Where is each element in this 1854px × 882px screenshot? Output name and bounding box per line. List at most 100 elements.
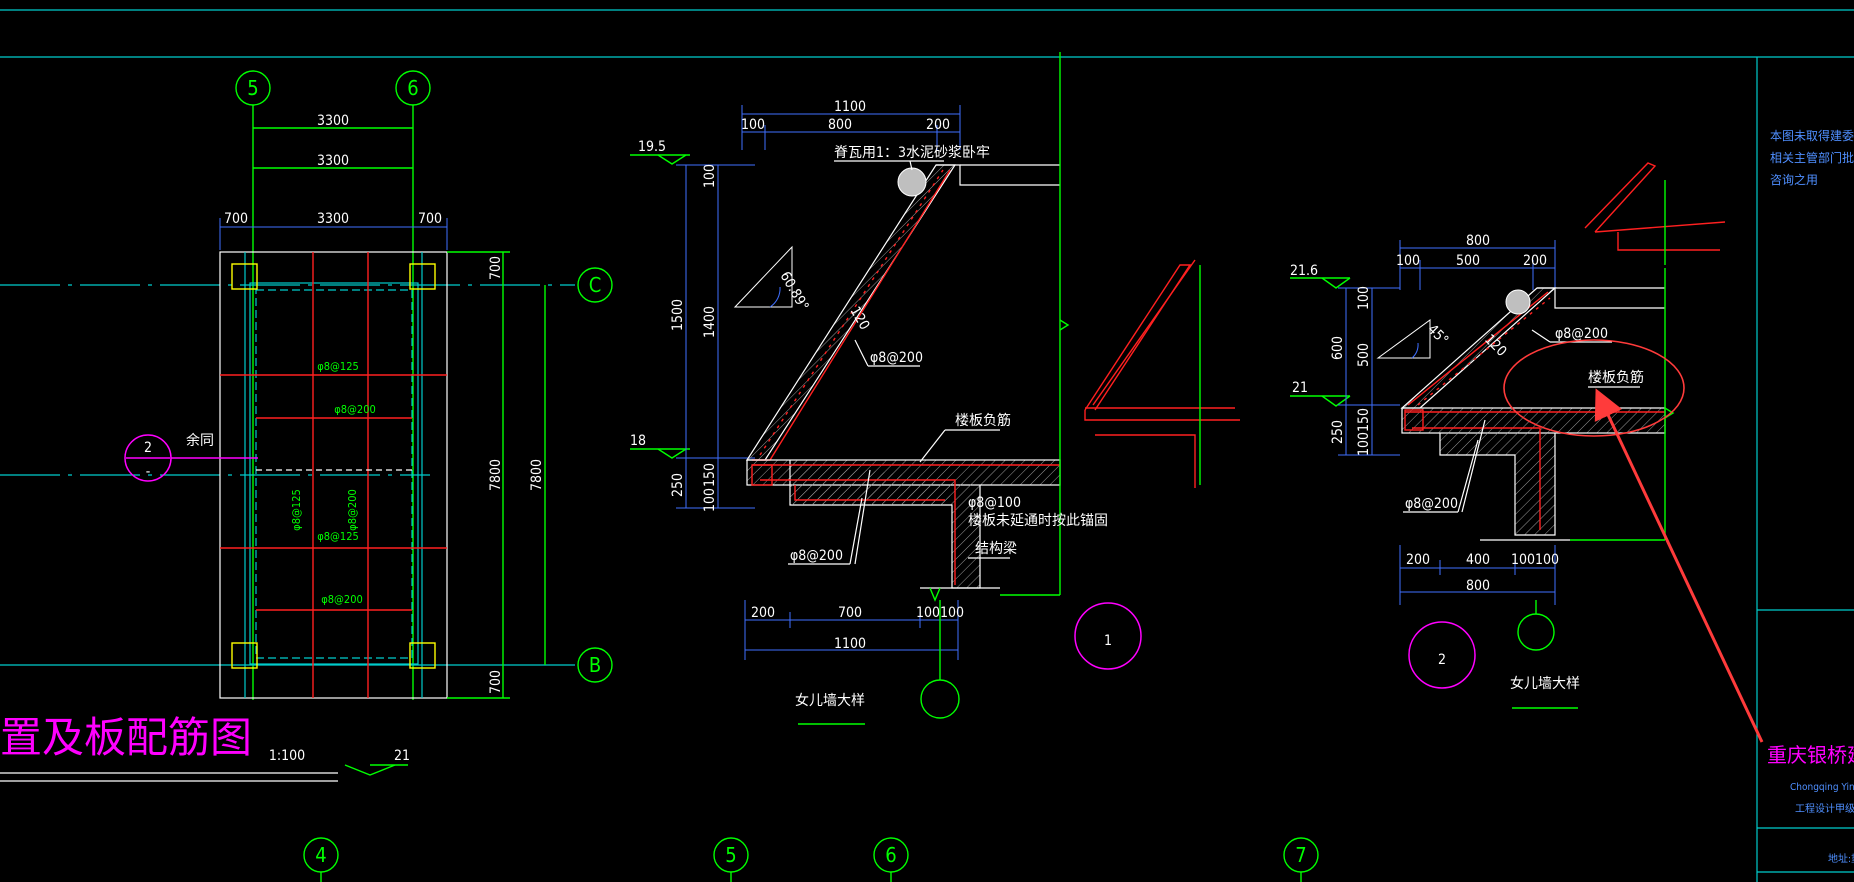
d1-dim-left-d: 250 bbox=[670, 473, 686, 497]
floor-plan[interactable]: 5 6 3300 3300 700 3300 700 bbox=[0, 70, 613, 782]
detail-sketch-red bbox=[1084, 259, 1240, 488]
d1-dim-bottom-a: 200 bbox=[751, 605, 775, 621]
axis-bubble-b[interactable] bbox=[577, 647, 613, 683]
d2-dim-left-c: 500 bbox=[1356, 343, 1372, 367]
axis-label-6-top: 6 bbox=[407, 76, 418, 100]
d2-dim-c: 200 bbox=[1523, 253, 1547, 269]
bottom-axes: 4 5 6 7 bbox=[303, 837, 1319, 882]
d2-axis-bubble[interactable] bbox=[1517, 613, 1555, 651]
plan-title: 置及板配筋图 bbox=[0, 713, 252, 762]
dim-right-bottom: 700 bbox=[488, 670, 504, 694]
d1-dim-left-b: 1500 bbox=[670, 299, 686, 331]
d2-dim-bottom-c: 100100 bbox=[1511, 552, 1559, 568]
bottom-axis-label-7: 7 bbox=[1295, 843, 1306, 867]
dim-top-2: 3300 bbox=[317, 153, 349, 169]
d1-note-anchor: 楼板未延通时按此锚固 bbox=[968, 513, 1108, 529]
company-name: 重庆银桥建筑设 bbox=[1767, 743, 1854, 767]
d1-rebar-bottom: φ8@200 bbox=[790, 548, 843, 564]
rebar-label-4: φ8@200 bbox=[346, 489, 359, 531]
d2-dim-bottom-a: 200 bbox=[1406, 552, 1430, 568]
title-note-line-3: 咨询之用 bbox=[1770, 172, 1818, 187]
title-note-line-1: 本图未取得建委、 bbox=[1770, 128, 1854, 143]
d1-note-mortar: 脊瓦用1：3水泥砂浆卧牢 bbox=[834, 145, 990, 161]
d1-axis-bubble[interactable] bbox=[920, 679, 960, 719]
highlight-arrow bbox=[1594, 388, 1764, 743]
d2-dim-left-b: 600 bbox=[1330, 336, 1346, 360]
dim-top-1: 3300 bbox=[317, 113, 349, 129]
d2-dim-left-d: 250 bbox=[1330, 420, 1346, 444]
d1-dim-left-a: 100 bbox=[702, 164, 718, 188]
d2-dim-b: 500 bbox=[1456, 253, 1480, 269]
bottom-axis-label-6: 6 bbox=[885, 843, 896, 867]
dim-top-row-left: 700 bbox=[224, 211, 248, 227]
d1-title: 女儿墙大样 bbox=[795, 692, 865, 709]
d2-marker: 2 bbox=[1438, 652, 1446, 668]
rebar-label-1: φ8@125 bbox=[317, 360, 359, 373]
d2-rebar-bottom: φ8@200 bbox=[1405, 496, 1458, 512]
d1-marker: 1 bbox=[1104, 633, 1112, 649]
d1-dim-bottom-b: 700 bbox=[838, 605, 862, 621]
d2-level-top: 21.6 bbox=[1290, 263, 1318, 279]
dim-right-total: 7800 bbox=[529, 459, 545, 491]
d2-level-bottom: 21 bbox=[1292, 380, 1308, 396]
d2-dim-left-e: 150 bbox=[1356, 408, 1372, 432]
drawing-frame bbox=[0, 9, 1854, 882]
column-c5[interactable] bbox=[231, 263, 258, 290]
d1-dim-left-c: 1400 bbox=[702, 306, 718, 338]
bottom-axis-label-4: 4 bbox=[315, 843, 326, 867]
d2-dim-bottom-b: 400 bbox=[1466, 552, 1490, 568]
d1-dim-bottom-total: 1100 bbox=[834, 636, 866, 652]
d1-dim-total: 1100 bbox=[834, 99, 866, 115]
d1-dim-left-e: 150 bbox=[702, 463, 718, 487]
d2-dim-total: 800 bbox=[1466, 233, 1490, 249]
svg-text:-: - bbox=[146, 464, 151, 480]
slab-outline[interactable] bbox=[219, 251, 448, 699]
d2-dim-left-a: 100 bbox=[1356, 286, 1372, 310]
column-c6[interactable] bbox=[409, 263, 436, 290]
title-note-line-2: 相关主管部门批准 bbox=[1770, 150, 1854, 165]
dim-right-mid: 7800 bbox=[488, 459, 504, 491]
d2-dim-left-f: 100 bbox=[1356, 432, 1372, 456]
d1-dim-a: 100 bbox=[741, 117, 765, 133]
rebar-label-3: φ8@125 bbox=[290, 489, 303, 531]
highlight-ellipse[interactable] bbox=[1503, 339, 1685, 437]
d1-dim-left-f: 100 bbox=[702, 488, 718, 512]
d1-marker-circle[interactable] bbox=[1074, 602, 1142, 670]
d2-note-slab-neg: 楼板负筋 bbox=[1588, 369, 1644, 386]
company-cert: 工程设计甲级证书 bbox=[1795, 802, 1854, 815]
axis-bubble-c[interactable] bbox=[577, 267, 613, 303]
d1-level-top: 19.5 bbox=[638, 139, 666, 155]
title-block[interactable]: 本图未取得建委、 相关主管部门批准 咨询之用 重庆银桥建筑设 Chongqing… bbox=[1767, 128, 1854, 865]
bottom-axis-label-5: 5 bbox=[725, 843, 736, 867]
d2-rebar-top: φ8@200 bbox=[1555, 326, 1608, 342]
dim-top-row-right: 700 bbox=[418, 211, 442, 227]
section-mark-number: 2 bbox=[144, 440, 152, 456]
d1-dim-c: 200 bbox=[926, 117, 950, 133]
d1-rebar-slope: φ8@200 bbox=[870, 350, 923, 366]
axis-label-5-top: 5 bbox=[247, 76, 258, 100]
d2-title: 女儿墙大样 bbox=[1510, 675, 1580, 692]
d2-dim-bottom-total: 800 bbox=[1466, 578, 1490, 594]
column-b6[interactable] bbox=[409, 642, 436, 669]
company-english: Chongqing Yinqi bbox=[1790, 782, 1854, 793]
d1-note-beam: 结构梁 bbox=[975, 541, 1017, 557]
plan-level: 21 bbox=[394, 748, 410, 764]
dim-right-top: 700 bbox=[488, 256, 504, 280]
company-address: 地址:重庆 bbox=[1828, 852, 1854, 865]
column-b5[interactable] bbox=[231, 642, 258, 669]
d2-angle: 45° bbox=[1424, 322, 1451, 349]
axis-label-c: C bbox=[589, 273, 602, 297]
d1-rebar-beam: φ8@100 bbox=[968, 495, 1021, 511]
d1-level-bottom: 18 bbox=[630, 433, 646, 449]
parapet-detail-1[interactable]: 1100 100 800 200 19.5 18 100 1500 1400 2… bbox=[630, 52, 1142, 725]
rebar-label-5: φ8@125 bbox=[317, 530, 359, 543]
rebar-label-6: φ8@200 bbox=[321, 593, 363, 606]
d1-dim-b: 800 bbox=[828, 117, 852, 133]
axis-label-b: B bbox=[589, 653, 601, 677]
parapet-detail-2[interactable]: 800 100 500 200 21.6 21 100 600 500 250 … bbox=[1290, 162, 1764, 743]
d2-marker-circle[interactable] bbox=[1408, 621, 1476, 689]
plan-scale: 1:100 bbox=[269, 748, 305, 764]
section-note: 余同 bbox=[186, 432, 214, 449]
dim-top-row-mid: 3300 bbox=[317, 211, 349, 227]
